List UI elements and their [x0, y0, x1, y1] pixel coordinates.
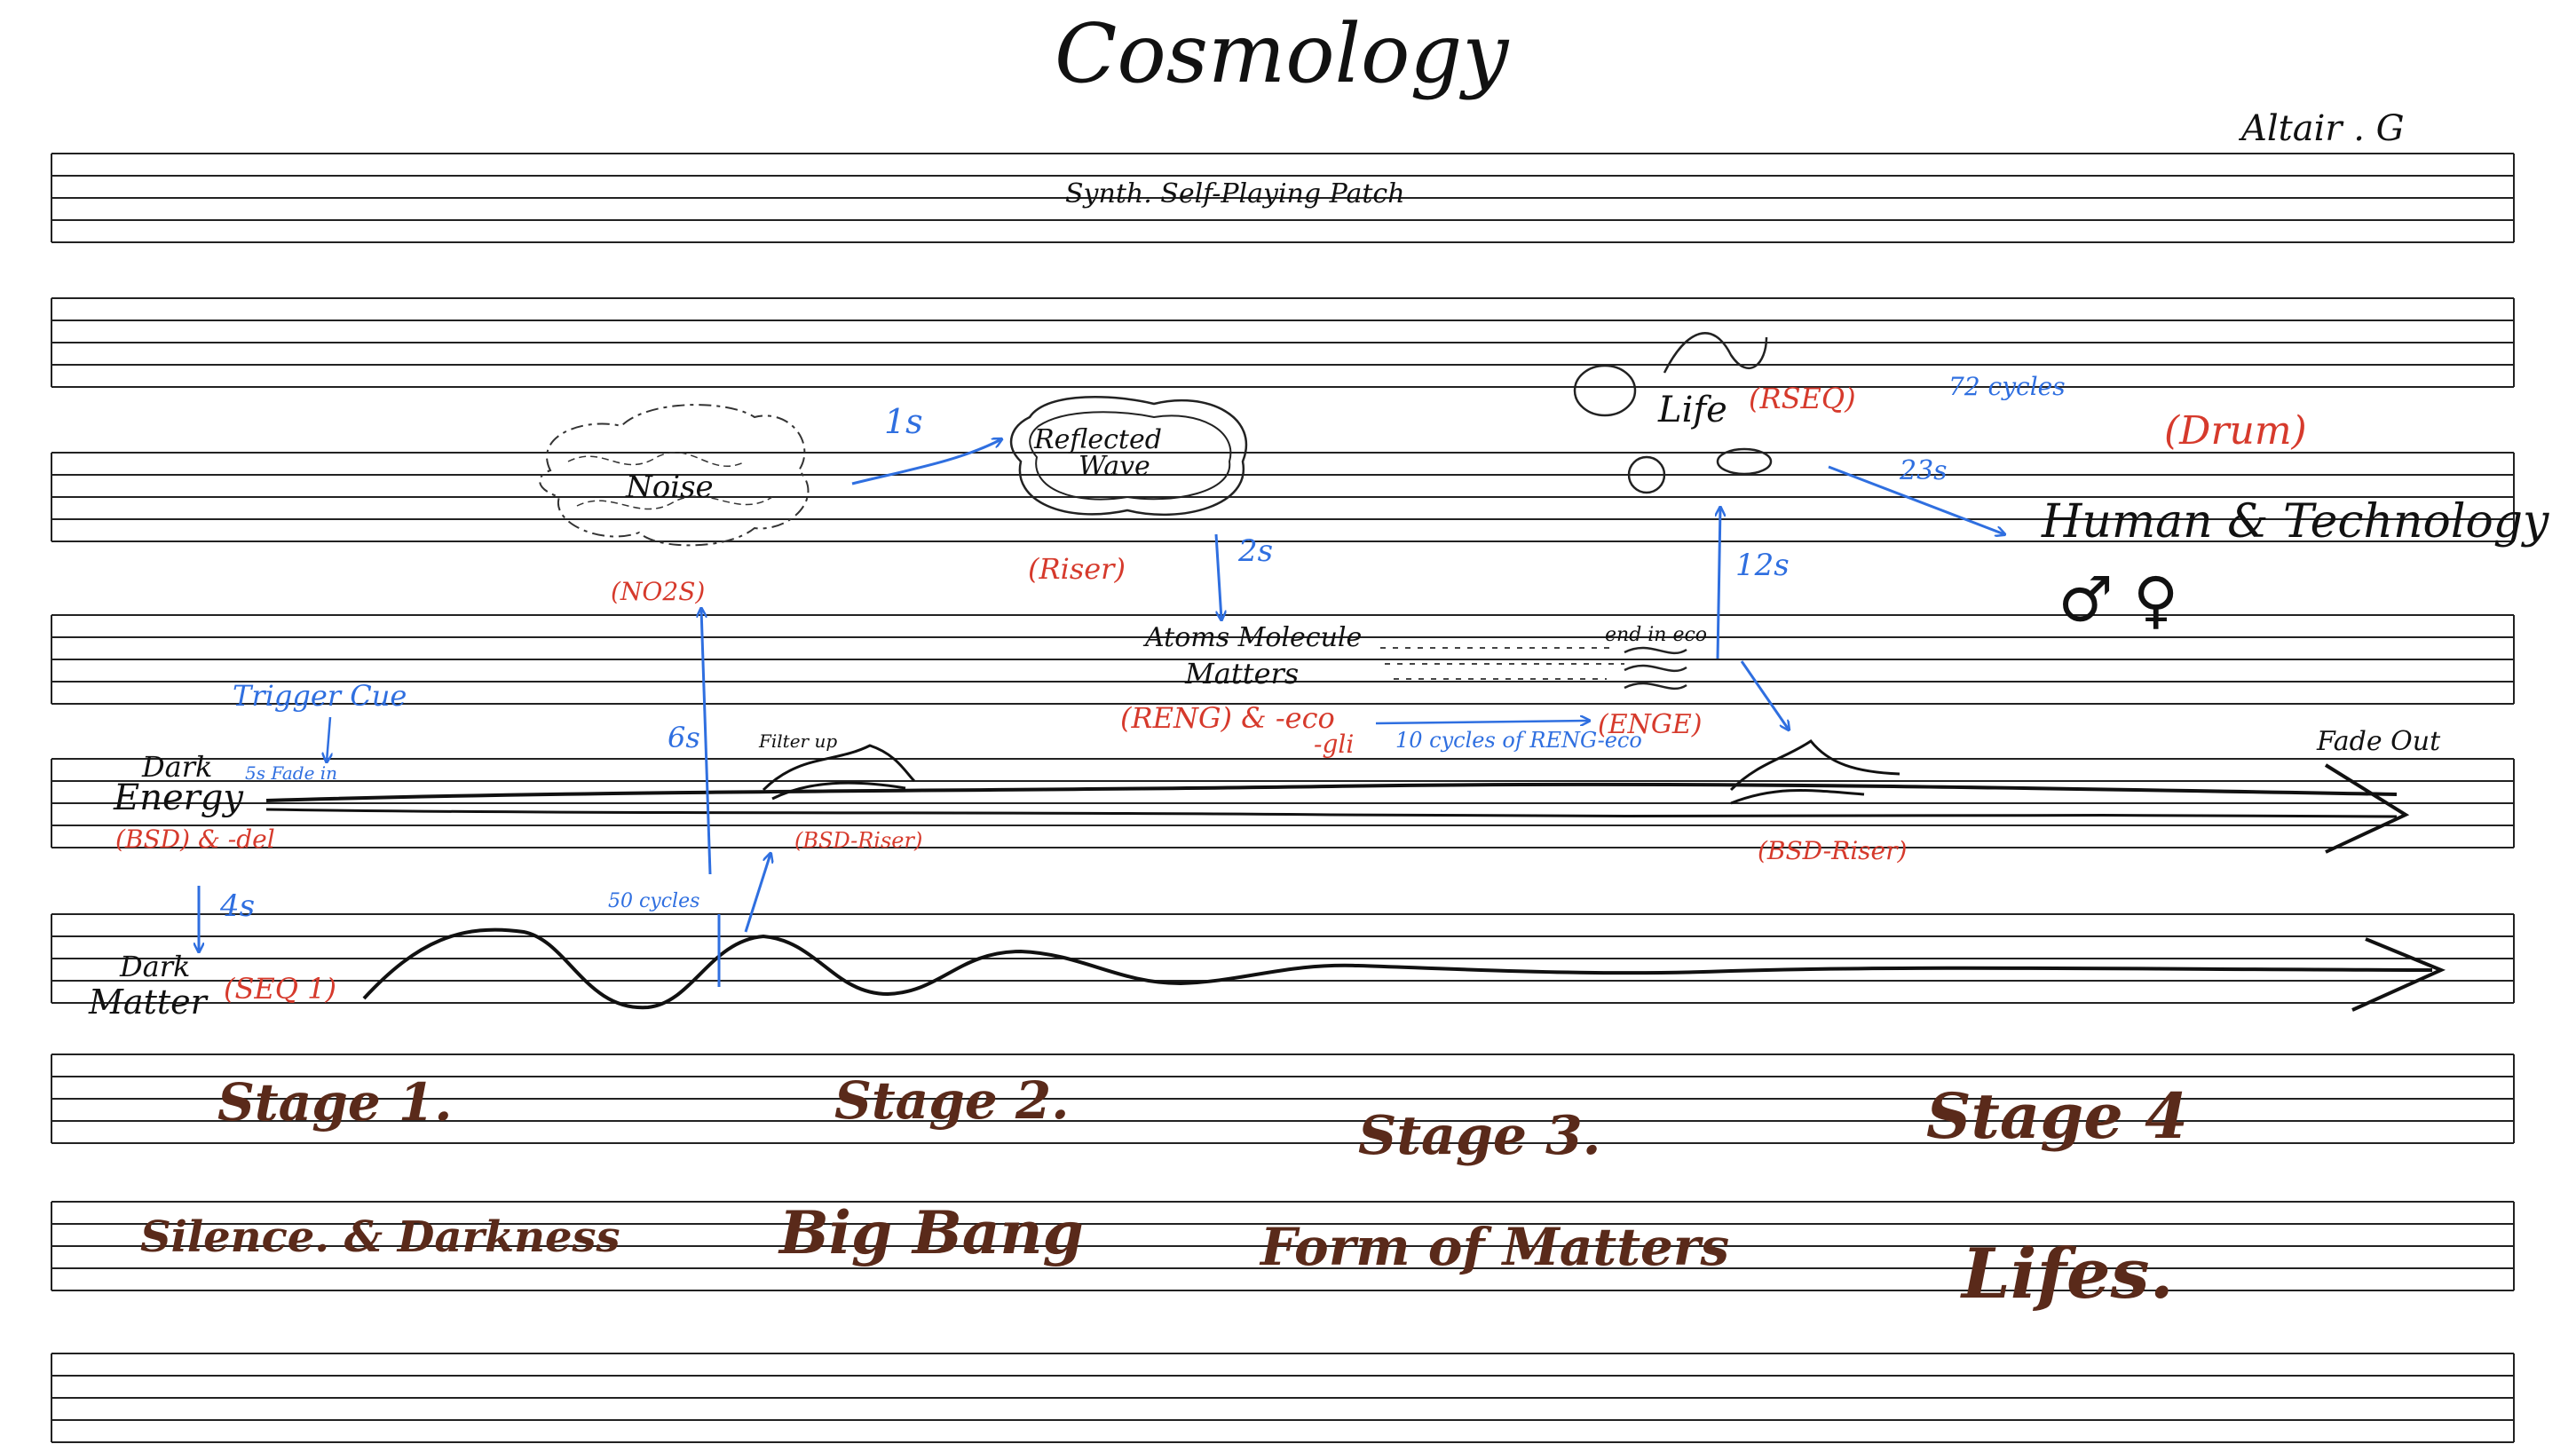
stage-2-name: Stage 2. — [834, 1070, 1069, 1131]
arrow-to-riser-2-icon — [1740, 660, 1789, 730]
reflected-tag: (Riser) — [1028, 552, 1126, 586]
stage-1-desc: Silence. & Darkness — [140, 1212, 620, 1262]
time-12s-label: 12s — [1735, 548, 1790, 583]
atoms-tag: (RENG) & -eco — [1120, 701, 1335, 735]
dark-energy-line-icon — [265, 782, 2398, 802]
music-staves — [51, 153, 2515, 1443]
stage-3-name: Stage 3. — [1358, 1105, 1601, 1167]
fade-out-label: Fade Out — [2316, 726, 2441, 757]
atoms-end-label: end in eco — [1605, 624, 1707, 646]
timing-annotations: Trigger Cue 4s 6s 1s 2s 10 cycles of REN… — [199, 402, 2004, 987]
atoms-tag-2: -gli — [1314, 730, 1354, 759]
reflected-wave-node: Reflected Wave (Riser) — [1010, 396, 1248, 586]
arrow-cycles-icon — [1375, 721, 1589, 723]
arrow-1s-icon — [851, 439, 1001, 485]
atoms-label-1: Atoms Molecule — [1142, 622, 1362, 653]
stage-4-name: Stage 4 — [1926, 1079, 2188, 1153]
reflected-outer-icon — [1010, 396, 1248, 517]
dark-matter-wave-icon — [362, 927, 2433, 1010]
fade-in-label: 5s Fade in — [245, 762, 337, 784]
dark-matter-arrowhead-icon — [2351, 937, 2446, 1012]
noise-node: Noise (NO2S) — [539, 404, 810, 606]
dark-matter-label-1: Dark — [119, 950, 190, 983]
stage-2-desc: Big Bang — [778, 1198, 1084, 1267]
stage-1-name: Stage 1. — [217, 1072, 452, 1132]
arrow-12s-icon — [1718, 508, 1720, 659]
filter-up-label: Filter up — [758, 730, 837, 752]
dark-energy-label-2: Energy — [113, 777, 244, 818]
human-label: Human & Technology — [2041, 495, 2549, 548]
noise-scribble-icon — [567, 452, 773, 510]
virus-icon — [1627, 455, 1666, 494]
arrow-2s-icon — [1214, 533, 1221, 619]
bsd-riser-tag-1: (BSD-Riser) — [794, 828, 922, 853]
life-tag: (RSEQ) — [1749, 382, 1856, 415]
dna-icon — [1663, 332, 1768, 374]
life-label: Life — [1657, 390, 1727, 430]
atoms-tag-3: (ENGE) — [1598, 709, 1702, 740]
trigger-cue-label: Trigger Cue — [233, 679, 407, 713]
time-4s-label: 4s — [219, 888, 255, 924]
stages: Stage 1. Silence. & Darkness Stage 2. Bi… — [140, 1070, 2188, 1314]
time-23s-label: 23s — [1899, 455, 1948, 486]
bsd-riser-tag-2: (BSD-Riser) — [1758, 836, 1907, 865]
reflected-label-2: Wave — [1079, 451, 1150, 482]
dark-matter-label-2: Matter — [88, 982, 209, 1022]
cycles-10-label: 10 cycles of RENG-eco — [1395, 728, 1642, 753]
time-1s-label: 1s — [884, 402, 923, 441]
dark-energy-line-2-icon — [265, 808, 2398, 818]
cycles-50-label: 50 cycles — [608, 890, 699, 912]
atoms-label-2: Matters — [1184, 657, 1299, 690]
life-cycles: 72 cycles — [1948, 372, 2066, 401]
dark-matter-track: Dark Matter (SEQ 1) 50 cycles — [88, 890, 2446, 1022]
trigger-arrow-icon — [327, 716, 330, 762]
cell-icon — [1573, 364, 1637, 417]
time-6s-label: 6s — [668, 721, 700, 754]
author-name: Altair . G — [2238, 108, 2405, 149]
dark-energy-tag: (BSD) & -del — [115, 825, 275, 854]
gender-symbols: ♂ ♀ — [2058, 564, 2178, 636]
patch-label: Synth. Self-Playing Patch — [1065, 178, 1405, 209]
noise-cloud-icon — [539, 404, 810, 547]
life-node: Life (RSEQ) 72 cycles — [1573, 332, 2066, 494]
eco-end-waves-icon — [1624, 646, 1687, 690]
filter-up-bump-icon — [762, 744, 916, 801]
riser-bump-2-icon — [1729, 738, 1900, 805]
stage-3-desc: Form of Matters — [1259, 1217, 1729, 1277]
noise-tag: (NO2S) — [611, 577, 705, 606]
arrow-to-riser-icon — [744, 854, 770, 933]
dark-matter-tag: (SEQ 1) — [224, 972, 336, 1006]
dark-energy-label-1: Dark — [141, 750, 212, 784]
arrow-6s-icon — [701, 609, 712, 875]
time-2s-label: 2s — [1237, 533, 1273, 569]
page-title: Cosmology — [1055, 6, 1509, 101]
noise-label: Noise — [625, 470, 714, 505]
stage-4-desc: Lifes. — [1960, 1234, 2174, 1314]
arrow-23s-icon — [1828, 465, 2004, 534]
dark-energy-arrowhead-icon — [2324, 763, 2410, 854]
human-tag: (Drum) — [2164, 408, 2307, 454]
atoms-node: Atoms Molecule Matters (RENG) & -eco -gl… — [1120, 622, 1707, 759]
human-node: (Drum) Human & Technology ♂ ♀ — [2041, 408, 2549, 636]
bacteria-icon — [1716, 447, 1773, 476]
reflected-inner-icon — [1029, 411, 1232, 501]
reflected-label-1: Reflected — [1033, 424, 1162, 455]
eco-lines-icon — [1380, 647, 1624, 680]
dark-energy-track: Dark Energy (BSD) & -del 5s Fade in Filt… — [113, 726, 2441, 865]
